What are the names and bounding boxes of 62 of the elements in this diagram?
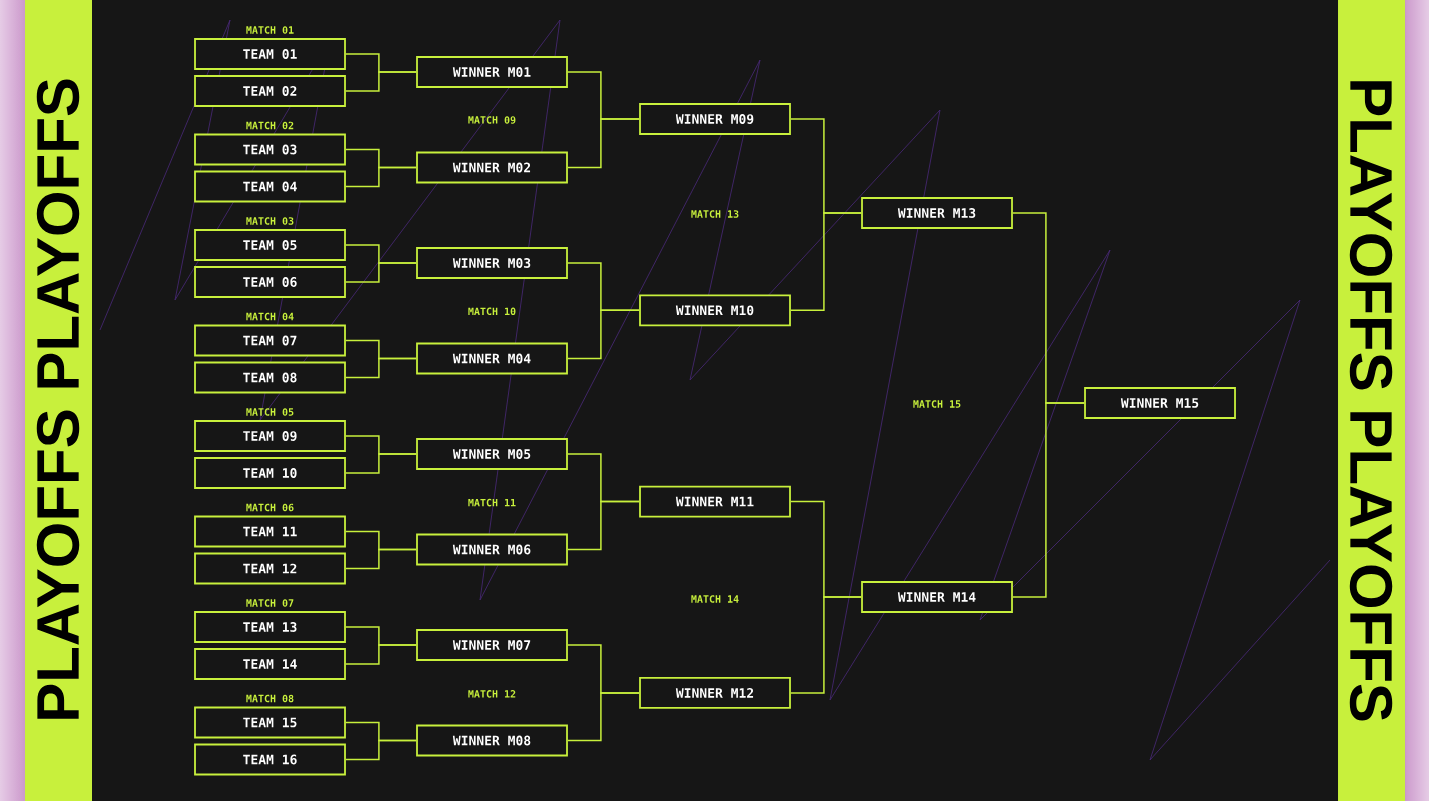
match-label: MATCH 14 — [691, 595, 739, 603]
match-label: MATCH 03 — [246, 217, 294, 225]
match-label: MATCH 12 — [468, 690, 516, 698]
match-label: MATCH 08 — [246, 694, 294, 703]
winner-box: WINNER M03 — [416, 247, 568, 279]
match-label: MATCH 13 — [691, 210, 739, 218]
bracket-line — [345, 644, 417, 665]
match-label: MATCH 02 — [246, 121, 294, 130]
team-box: TEAM 04 — [194, 170, 346, 203]
bracket-line — [345, 166, 417, 188]
match-label: MATCH 09 — [468, 116, 516, 124]
team-box: TEAM 14 — [194, 648, 346, 680]
bracket-line — [1012, 402, 1085, 598]
bracket-line — [790, 596, 862, 694]
team-box: TEAM 08 — [194, 361, 346, 394]
banner: PLAYOFFS PLAYOFFS — [1338, 0, 1405, 801]
team-box: TEAM 15 — [194, 706, 346, 739]
team-box: TEAM 01 — [194, 38, 346, 70]
bracket-line — [567, 500, 640, 551]
team-box: TEAM 10 — [194, 457, 346, 489]
winner-box: WINNER M10 — [639, 294, 791, 327]
team-box: TEAM 16 — [194, 743, 346, 776]
bracket-line — [345, 739, 417, 761]
match-label: MATCH 11 — [468, 498, 516, 507]
bracket-line — [345, 357, 417, 379]
team-box: TEAM 11 — [194, 515, 346, 548]
winner-box: WINNER M01 — [416, 56, 568, 88]
winner-box: WINNER M07 — [416, 629, 568, 661]
bracket-line — [567, 309, 640, 360]
team-box: TEAM 09 — [194, 420, 346, 452]
team-box: TEAM 06 — [194, 266, 346, 298]
winner-box: WINNER M04 — [416, 342, 568, 375]
team-box: TEAM 05 — [194, 229, 346, 261]
team-box: TEAM 13 — [194, 611, 346, 643]
match-label: MATCH 06 — [246, 503, 294, 512]
team-box: TEAM 12 — [194, 552, 346, 585]
winner-box: WINNER M15 — [1084, 387, 1236, 419]
team-box: TEAM 03 — [194, 133, 346, 166]
winner-box: WINNER M02 — [416, 151, 568, 184]
bracket-line — [345, 453, 417, 474]
bracket-line — [345, 71, 417, 92]
winner-box: WINNER M09 — [639, 103, 791, 135]
team-box: TEAM 07 — [194, 324, 346, 357]
bracket-line — [345, 262, 417, 283]
bracket-line — [790, 212, 862, 312]
match-label: MATCH 04 — [246, 312, 294, 321]
match-label: MATCH 10 — [468, 307, 516, 316]
winner-box: WINNER M08 — [416, 724, 568, 757]
winner-box: WINNER M14 — [861, 581, 1013, 613]
match-label: MATCH 15 — [913, 400, 961, 408]
bracket-line — [567, 692, 640, 742]
bracket-line — [345, 548, 417, 570]
winner-box: WINNER M06 — [416, 533, 568, 566]
winner-box: WINNER M12 — [639, 677, 791, 709]
banner: PLAYOFFS PLAYOFFS — [25, 0, 92, 801]
winner-box: WINNER M11 — [639, 485, 791, 518]
bracket-line — [567, 118, 640, 169]
team-box: TEAM 02 — [194, 75, 346, 107]
match-label: MATCH 07 — [246, 599, 294, 607]
match-label: MATCH 05 — [246, 408, 294, 416]
winner-box: WINNER M05 — [416, 438, 568, 470]
winner-box: WINNER M13 — [861, 197, 1013, 229]
